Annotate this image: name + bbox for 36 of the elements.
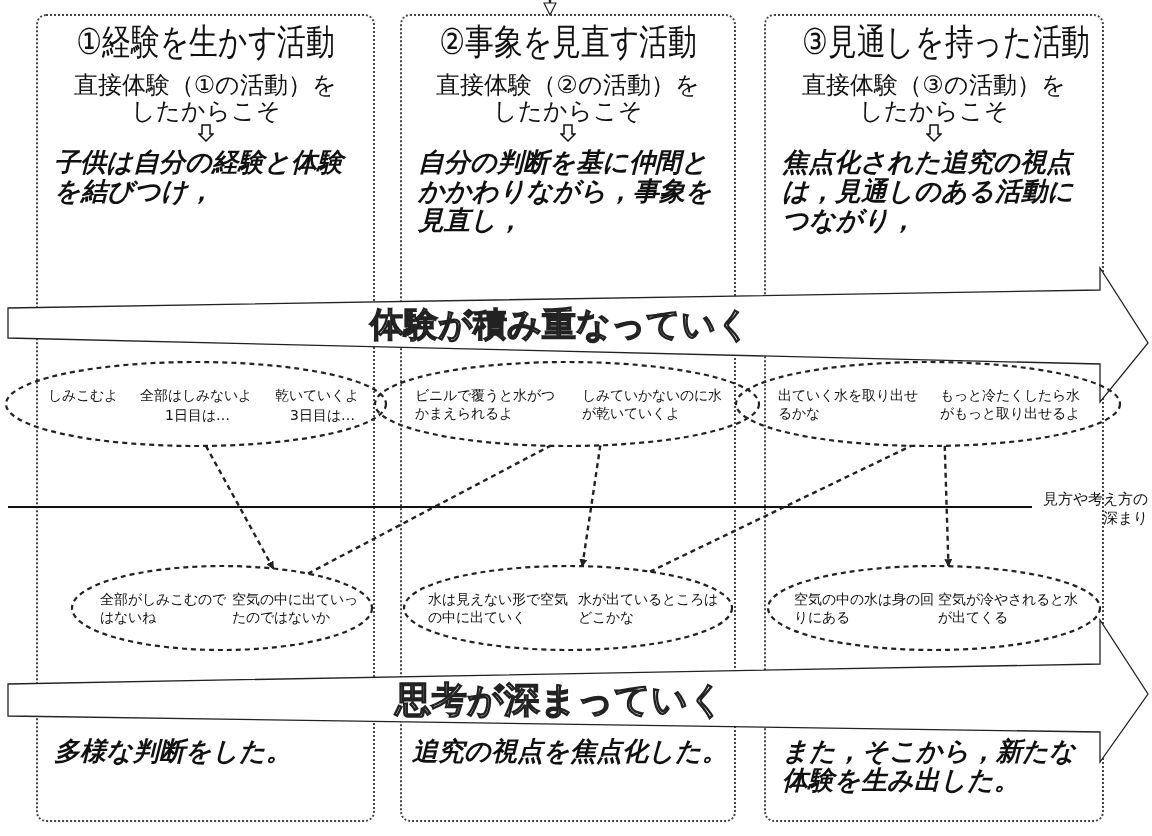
speech-text: しみていかないのに水が乾いていくよ <box>582 386 723 422</box>
panel-text: 直接体験（①の活動）をしたからこそ <box>72 72 339 124</box>
rule-label: 見方や考え方の深まり <box>1042 490 1148 528</box>
arrow <box>543 0 557 16</box>
speech-text: 1日目は… <box>165 406 231 424</box>
speech-text: 全部はしみないよ <box>140 386 253 404</box>
panel-text: また，そこから，新たな体験を生み出した。 <box>782 737 1076 795</box>
band-label: 思考が深まっていく <box>395 679 725 720</box>
panel-heading: ②事象を見直す活動 <box>439 22 697 62</box>
speech-text: 出ていく水を取り出せるかな <box>778 386 919 422</box>
dotted-arrow <box>943 445 953 568</box>
speech-text: 3日目は… <box>290 406 356 424</box>
speech-text: 水が出ているところはどこかな <box>578 590 718 626</box>
dotted-line <box>307 444 551 575</box>
dotted-arrow <box>204 445 275 570</box>
panel-text: 焦点化された追究の視点は，見通しのある活動につながり， <box>782 148 1076 235</box>
speech-text: ビニルで覆うと水がつかまえられるよ <box>415 386 556 422</box>
speech-text: 乾いていくよ <box>275 386 360 404</box>
speech-text: しみこむよ <box>48 386 119 404</box>
panel-heading: ③見通しを持った活動 <box>802 22 1091 62</box>
panel-text: 子供は自分の経験と体験を結びつけ， <box>54 148 356 206</box>
speech-text: 水は見えない形で空気の中に出ていく <box>428 590 568 626</box>
panel-text: 直接体験（③の活動）をしたからこそ <box>801 72 1067 124</box>
band-label: 体験が積み重なっていく <box>369 304 751 344</box>
speech-text: もっと冷たくしたら水がもっと取り出せるよ <box>940 386 1081 422</box>
dotted-arrow <box>579 445 602 568</box>
speech-text: 空気の中に出ていったのではないか <box>232 590 358 626</box>
speech-text: 空気が冷やされると水が出てくる <box>938 590 1078 626</box>
speech-text: 空気の中の水は身の回りにある <box>794 590 934 626</box>
panel-heading: ①経験を生かす活動 <box>76 22 335 62</box>
panel-text: 自分の判断を基に仲間とかかわりながら，事象を見直し， <box>418 148 713 235</box>
dotted-line <box>649 444 912 573</box>
speech-text: 全部がしみこむのではないね <box>100 590 226 626</box>
panel-text: 多様な判断をした。 <box>54 737 293 766</box>
panel-text: 直接体験（②の活動）をしたからこそ <box>435 72 701 124</box>
panel-text: 追究の視点を焦点化した。 <box>412 737 729 766</box>
